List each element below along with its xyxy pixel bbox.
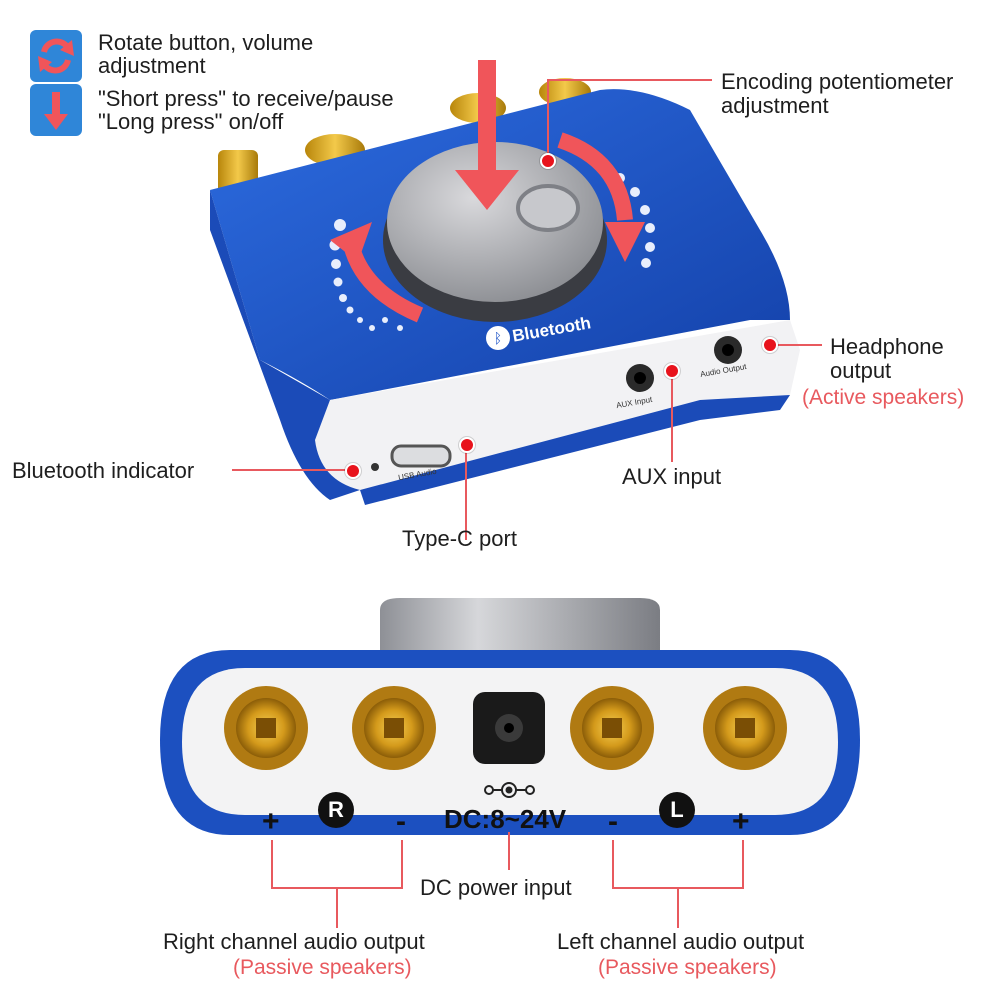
right-minus-label: - (396, 805, 406, 838)
aux-callout-dot (664, 363, 680, 379)
left-minus-label: - (608, 805, 618, 838)
bluetooth-indicator-callout-dot (345, 463, 361, 479)
type-c-label: Type-C port (402, 526, 517, 551)
rotate-arrow-right (557, 132, 633, 221)
knob-dimple (516, 184, 580, 232)
volume-knob (387, 142, 603, 302)
encoder-label-line1: Encoding potentiometer (721, 69, 954, 94)
type-c-callout-dot (459, 437, 475, 453)
rotate-arrows-icon (30, 30, 82, 82)
legend-rotate-line2: adjustment (98, 53, 206, 78)
usb-c-port (390, 444, 452, 468)
left-channel-badge: L (659, 792, 695, 828)
right-channel-badge: R (318, 792, 354, 828)
legend-press-line2: "Long press" on/off (98, 109, 284, 134)
left-plus-label: + (732, 805, 750, 838)
encoder-callout-dot (540, 153, 556, 169)
bluetooth-indicator-label: Bluetooth indicator (12, 458, 195, 483)
knob-back-view (380, 598, 660, 665)
left-channel-label: Left channel audio output (557, 929, 805, 954)
right-plus-label: + (262, 805, 280, 838)
right-channel-note: (Passive speakers) (233, 956, 412, 979)
headphone-callout-dot (762, 337, 778, 353)
down-arrow-icon (30, 84, 82, 136)
right-channel-label: Right channel audio output (163, 929, 425, 954)
encoder-label-line2: adjustment (721, 93, 829, 118)
bluetooth-led (371, 463, 379, 471)
dc-power-input-label: DC power input (420, 875, 572, 900)
aux-input-callout-label: AUX input (622, 464, 722, 489)
svg-text:ᛒ: ᛒ (494, 331, 502, 347)
dc-voltage-label: DC:8~24V (444, 804, 567, 834)
binding-posts (224, 686, 787, 770)
headphone-label-line1: Headphone (830, 334, 944, 359)
headphone-label-line2: output (830, 358, 892, 383)
headphone-label-note: (Active speakers) (802, 386, 965, 409)
dc-polarity-icon (484, 782, 535, 798)
press-arrow-shaft (478, 60, 496, 180)
left-channel-note: (Passive speakers) (598, 956, 777, 979)
legend-press-line1: "Short press" to receive/pause (98, 86, 394, 111)
legend-rotate-line1: Rotate button, volume (98, 30, 314, 55)
press-arrow-head (455, 170, 519, 210)
